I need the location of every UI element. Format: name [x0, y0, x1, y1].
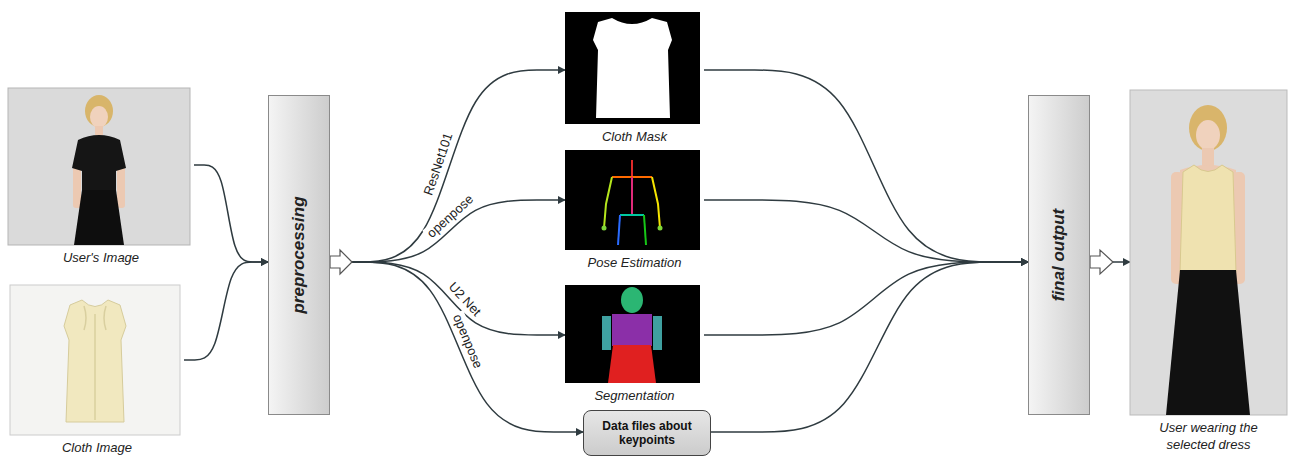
- photo-frame: [8, 88, 190, 245]
- segment-torso: [612, 314, 652, 346]
- image-caption: Segmentation: [565, 387, 704, 404]
- process-bar: final output: [1028, 95, 1090, 415]
- black-trousers: [74, 190, 124, 245]
- pose-limb: [620, 214, 644, 216]
- image-caption: Pose Estimation: [565, 254, 704, 271]
- segment-legs: [608, 345, 656, 383]
- connector: [330, 262, 565, 335]
- pose-limb: [631, 160, 633, 176]
- cloth-mask-shape: [593, 18, 672, 118]
- photo-frame: [1130, 90, 1287, 415]
- edge-label: openpose: [449, 310, 486, 372]
- arm: [73, 166, 81, 208]
- connector: [704, 262, 1028, 335]
- pose-panel: Pose Estimation: [565, 150, 704, 271]
- mask-background: [565, 12, 700, 124]
- pose-joint: [658, 226, 663, 231]
- hollow-arrow: [1090, 250, 1113, 274]
- neck: [95, 126, 103, 135]
- yellow-top: [1180, 165, 1236, 272]
- face: [1196, 120, 1220, 150]
- pose-joint: [602, 226, 607, 231]
- connector: [184, 262, 268, 360]
- image-caption: Cloth Image: [10, 439, 184, 456]
- result-photo: User wearing the selected dress: [1130, 90, 1287, 453]
- image-caption: User's Image: [8, 249, 194, 266]
- black-trousers: [1166, 270, 1250, 415]
- pose-background: [565, 150, 700, 250]
- ruffle: [84, 306, 106, 420]
- segment-arm: [653, 316, 662, 350]
- edge-label: ResNet101: [420, 129, 456, 199]
- user-photo: User's Image: [8, 88, 194, 266]
- process-label: preprocessing: [289, 196, 309, 313]
- connector: [194, 165, 268, 262]
- connector: [704, 70, 1028, 262]
- pose-limb: [652, 177, 660, 228]
- black-top: [72, 135, 126, 192]
- photo-frame: [10, 285, 180, 435]
- hollow-arrow: [330, 250, 352, 274]
- process-bar: preprocessing: [268, 95, 330, 415]
- segmentation-panel: Segmentation: [565, 285, 704, 404]
- connector: [330, 70, 565, 262]
- pose-limb: [644, 215, 646, 245]
- cloth-mask-panel: Cloth Mask: [565, 12, 704, 145]
- segment-arm: [602, 316, 611, 350]
- blouse: [64, 300, 126, 422]
- hair: [1189, 105, 1227, 151]
- connector: [704, 200, 1028, 262]
- connector: [711, 262, 1028, 432]
- connector: [330, 262, 583, 432]
- box-label: Data files about keypoints: [592, 419, 702, 447]
- image-caption: Cloth Mask: [565, 128, 704, 145]
- arm: [117, 166, 125, 208]
- pose-limb: [618, 215, 620, 245]
- pose-limb: [604, 177, 612, 228]
- neck: [1202, 148, 1214, 166]
- data-box: Data files about keypoints: [583, 410, 711, 456]
- face: [90, 106, 108, 128]
- pose-limb: [631, 177, 633, 215]
- cloth-photo: Cloth Image: [10, 285, 184, 456]
- process-label: final output: [1049, 209, 1069, 302]
- segment-head: [621, 287, 643, 313]
- segmentation-background: [565, 285, 700, 383]
- hair: [85, 95, 113, 127]
- image-caption: User wearing the selected dress: [1148, 419, 1270, 453]
